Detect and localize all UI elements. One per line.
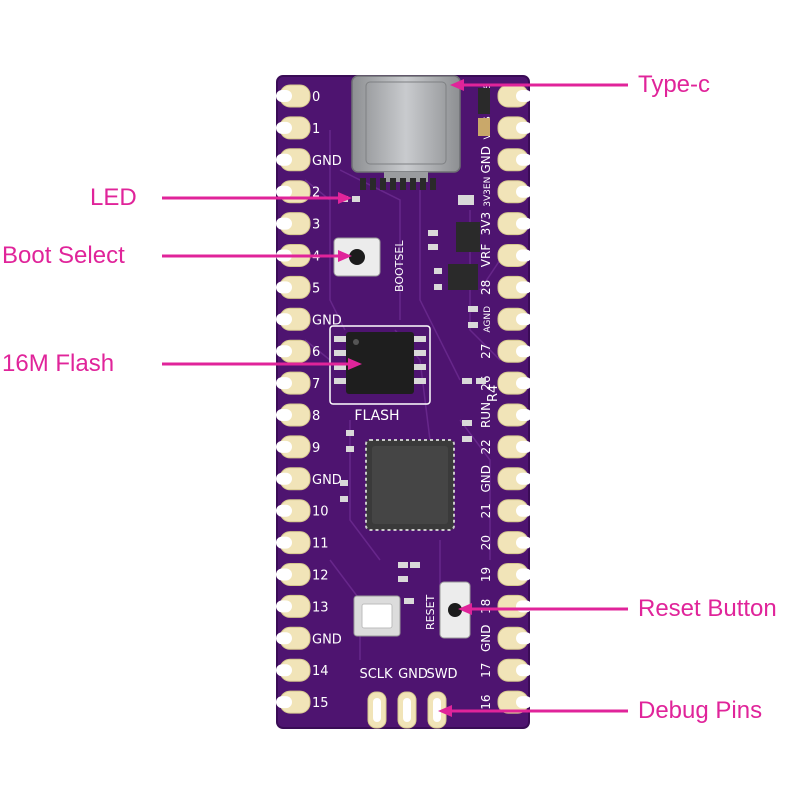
left-pad-10 xyxy=(276,403,311,427)
callout-boot-select: Boot Select xyxy=(2,242,125,269)
left-pad-13 xyxy=(276,499,311,523)
right-pin-label: GND xyxy=(479,465,493,493)
left-pin-label: 11 xyxy=(312,537,329,552)
debug-label-gnd: GND xyxy=(398,667,428,682)
debug-label-sclk: SCLK xyxy=(359,667,393,682)
left-pin-label: 6 xyxy=(312,345,320,360)
left-pin-label: 5 xyxy=(312,281,320,296)
left-pin-label: 12 xyxy=(312,569,329,584)
right-pin-label: 21 xyxy=(479,503,493,518)
right-pad-10 xyxy=(497,403,532,427)
right-pin-label: 19 xyxy=(479,567,493,582)
callout-type-c: Type-c xyxy=(638,71,711,98)
left-pad-6 xyxy=(276,275,311,299)
left-pin-label: GND xyxy=(312,473,342,488)
right-pin-label: 3V3 xyxy=(479,212,493,235)
right-pin-label: 27 xyxy=(479,344,493,359)
flash-chip xyxy=(329,325,431,405)
right-pin-label: 28 xyxy=(479,280,493,295)
left-pin-label: 7 xyxy=(312,377,320,392)
left-pad-12 xyxy=(276,467,311,491)
right-pin-label: 22 xyxy=(479,439,493,454)
left-pin-label: 8 xyxy=(312,409,320,424)
right-pad-13 xyxy=(497,499,532,523)
bootsel-label: BOOTSEL xyxy=(393,240,406,292)
mcu-chip xyxy=(365,439,455,531)
left-pad-18 xyxy=(276,658,311,682)
left-pad-17 xyxy=(276,626,311,650)
right-pad-4 xyxy=(497,212,532,236)
right-pad-19 xyxy=(497,690,532,714)
right-pad-1 xyxy=(497,116,532,140)
left-pad-4 xyxy=(276,212,311,236)
left-pad-16 xyxy=(276,594,311,618)
right-pad-17 xyxy=(497,626,532,650)
flash-label: FLASH xyxy=(354,408,399,424)
callout-flash: 16M Flash xyxy=(2,350,115,377)
right-pad-12 xyxy=(497,467,532,491)
right-pad-14 xyxy=(497,531,532,555)
left-pad-9 xyxy=(276,371,311,395)
left-pin-label: 14 xyxy=(312,664,329,679)
r4-label: R4 xyxy=(486,385,501,402)
left-pad-14 xyxy=(276,531,311,555)
right-pad-6 xyxy=(497,275,532,299)
left-pin-label: 1 xyxy=(312,122,320,137)
debug-label-swd: SWD xyxy=(426,667,457,682)
right-pin-pads xyxy=(497,84,532,714)
right-pad-15 xyxy=(497,563,532,586)
left-pin-label: GND xyxy=(312,154,342,169)
right-pin-label: GND xyxy=(479,146,493,174)
left-pin-label: GND xyxy=(312,632,342,647)
right-pin-label: 17 xyxy=(479,663,493,678)
debug-pads xyxy=(367,691,447,729)
right-pin-label: VRF xyxy=(479,244,493,268)
right-pad-5 xyxy=(497,244,532,267)
right-pad-3 xyxy=(497,180,532,204)
left-pad-15 xyxy=(276,563,311,586)
left-pin-label: 10 xyxy=(312,505,329,520)
left-pad-1 xyxy=(276,116,311,140)
left-pin-label: 3 xyxy=(312,218,320,233)
left-pad-11 xyxy=(276,435,311,459)
left-pad-2 xyxy=(276,148,311,172)
smd-components xyxy=(340,88,490,604)
left-pin-label: GND xyxy=(312,313,342,328)
right-pad-0 xyxy=(497,84,532,108)
right-pin-label: 16 xyxy=(479,694,493,709)
pcb-traces xyxy=(304,130,501,660)
right-pin-label: AGND xyxy=(483,306,493,333)
left-pad-0 xyxy=(276,84,311,108)
callout-led: LED xyxy=(90,184,137,211)
callout-reset-button: Reset Button xyxy=(638,595,777,622)
usb-type-c-connector xyxy=(351,75,461,182)
crystal-oscillator xyxy=(353,595,401,637)
right-pin-label: RUN xyxy=(479,402,493,428)
left-pad-19 xyxy=(276,690,311,714)
left-pin-label: 9 xyxy=(312,441,320,456)
right-pad-11 xyxy=(497,435,532,459)
callout-debug-pins: Debug Pins xyxy=(638,697,763,724)
right-pin-label: 3V3EN xyxy=(483,177,493,207)
right-pad-9 xyxy=(497,371,532,395)
left-pad-7 xyxy=(276,307,311,331)
left-pin-label: 0 xyxy=(312,90,320,105)
right-pad-8 xyxy=(497,339,532,363)
right-pin-label: 20 xyxy=(479,535,493,550)
left-pin-label: 15 xyxy=(312,696,329,711)
left-pad-8 xyxy=(276,339,311,363)
left-pin-label: 2 xyxy=(312,186,320,201)
right-pad-7 xyxy=(497,307,532,331)
right-pin-label: GND xyxy=(479,625,493,653)
right-pin-label: 18 xyxy=(479,599,493,614)
callout-arrows xyxy=(162,79,628,717)
left-pin-pads xyxy=(276,84,311,714)
right-pad-2 xyxy=(497,148,532,172)
reset-label: RESET xyxy=(424,594,437,630)
left-pin-label: 13 xyxy=(312,600,329,615)
right-pad-18 xyxy=(497,658,532,682)
